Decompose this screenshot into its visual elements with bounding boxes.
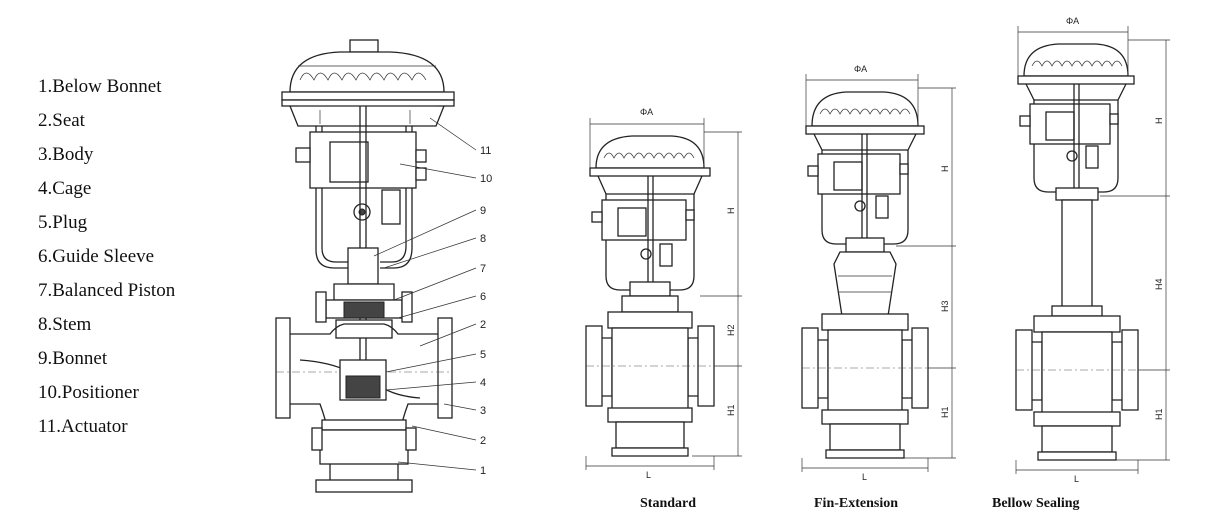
fin-dim-L: L: [862, 472, 867, 482]
standard-dim-H: H: [726, 208, 736, 215]
fin-dim-phiA: ΦA: [854, 64, 867, 74]
callout-2-upper: 2: [480, 319, 486, 331]
bellow-dimensions: [1015, 26, 1170, 474]
fin-dim-H: H: [940, 166, 950, 173]
callout-5: 5: [480, 349, 486, 361]
legend-item-cage: 4.Cage: [38, 178, 92, 199]
bellow-dim-L: L: [1074, 474, 1079, 484]
callout-numbers: 11 10 9 8 7 6 2 5 4 3 2 1: [480, 145, 492, 477]
bellow-dim-H: H: [1154, 118, 1164, 125]
legend-item-actuator: 11.Actuator: [38, 416, 128, 437]
standard-dim-phiA: ΦA: [640, 107, 653, 117]
bellow-dim-H1: H1: [1154, 408, 1164, 420]
callout-2-lower: 2: [480, 435, 486, 447]
legend-item-guide-sleeve: 6.Guide Sleeve: [38, 246, 155, 267]
callout-4: 4: [480, 377, 486, 389]
bellow-actuator-shape: [1017, 43, 1135, 101]
callout-leaders: [373, 117, 477, 471]
fin-dimensions: [801, 74, 956, 472]
bellow-body-shape: [1015, 315, 1139, 461]
standard-body-shape: [585, 311, 715, 457]
fin-dimension-labels: ΦA H H3 H1 L: [854, 64, 950, 482]
body-shape: [275, 317, 453, 493]
caption-bellow-sealing: Bellow Sealing: [992, 496, 1080, 511]
yoke-positioner-shape: [295, 106, 427, 380]
bellow-yoke-shape: [1019, 84, 1119, 200]
standard-dim-L: L: [646, 470, 651, 480]
callout-7: 7: [480, 263, 486, 275]
fin-extension-shape: [833, 237, 897, 317]
parts-legend: 1.Below Bonnet 2.Seat 3.Body 4.Cage 5.Pl…: [38, 70, 175, 444]
legend-item-balanced-piston: 7.Balanced Piston: [38, 280, 176, 301]
bellow-dim-H4: H4: [1154, 278, 1164, 290]
legend-item-bonnet: 9.Bonnet: [38, 348, 108, 369]
legend-item-stem: 8.Stem: [38, 314, 92, 335]
standard-dimension-labels: ΦA H H2 H1 L: [640, 107, 736, 480]
callout-3: 3: [480, 405, 486, 417]
caption-standard: Standard: [640, 496, 697, 511]
standard-bonnet-shape: [621, 281, 679, 313]
legend-item-plug: 5.Plug: [38, 212, 88, 233]
standard-yoke-shape: [591, 176, 695, 296]
standard-valve-view: ΦA H H2 H1 L: [585, 107, 742, 480]
legend-item-below-bonnet: 1.Below Bonnet: [38, 76, 162, 97]
caption-fin-extension: Fin-Extension: [814, 496, 899, 511]
callout-8: 8: [480, 233, 486, 245]
sectional-view: 11 10 9 8 7 6 2 5 4 3 2 1: [275, 39, 492, 493]
standard-dim-H2: H2: [726, 324, 736, 336]
bellow-sealing-valve-view: ΦA H H4 H1 L: [1015, 16, 1170, 484]
fin-dim-H3: H3: [940, 300, 950, 312]
callout-1: 1: [480, 465, 486, 477]
legend-item-body: 3.Body: [38, 144, 94, 165]
callout-6: 6: [480, 291, 486, 303]
standard-dimensions: [585, 118, 742, 470]
fin-body-shape: [801, 313, 929, 459]
legend-item-positioner: 10.Positioner: [38, 382, 139, 403]
callout-9: 9: [480, 205, 486, 217]
fin-actuator-shape: [805, 91, 925, 151]
bellow-dim-phiA: ΦA: [1066, 16, 1079, 26]
actuator-shape: [281, 39, 455, 127]
bellow-column-shape: [1051, 187, 1103, 317]
standard-actuator-shape: [589, 135, 711, 195]
standard-dim-H1: H1: [726, 404, 736, 416]
fin-yoke-shape: [807, 134, 909, 252]
bellow-dimension-labels: ΦA H H4 H1 L: [1066, 16, 1164, 484]
fin-extension-valve-view: ΦA H H3 H1 L: [801, 64, 956, 482]
callout-11: 11: [480, 145, 491, 157]
legend-item-seat: 2.Seat: [38, 110, 85, 131]
callout-10: 10: [480, 173, 492, 185]
fin-dim-H1: H1: [940, 406, 950, 418]
